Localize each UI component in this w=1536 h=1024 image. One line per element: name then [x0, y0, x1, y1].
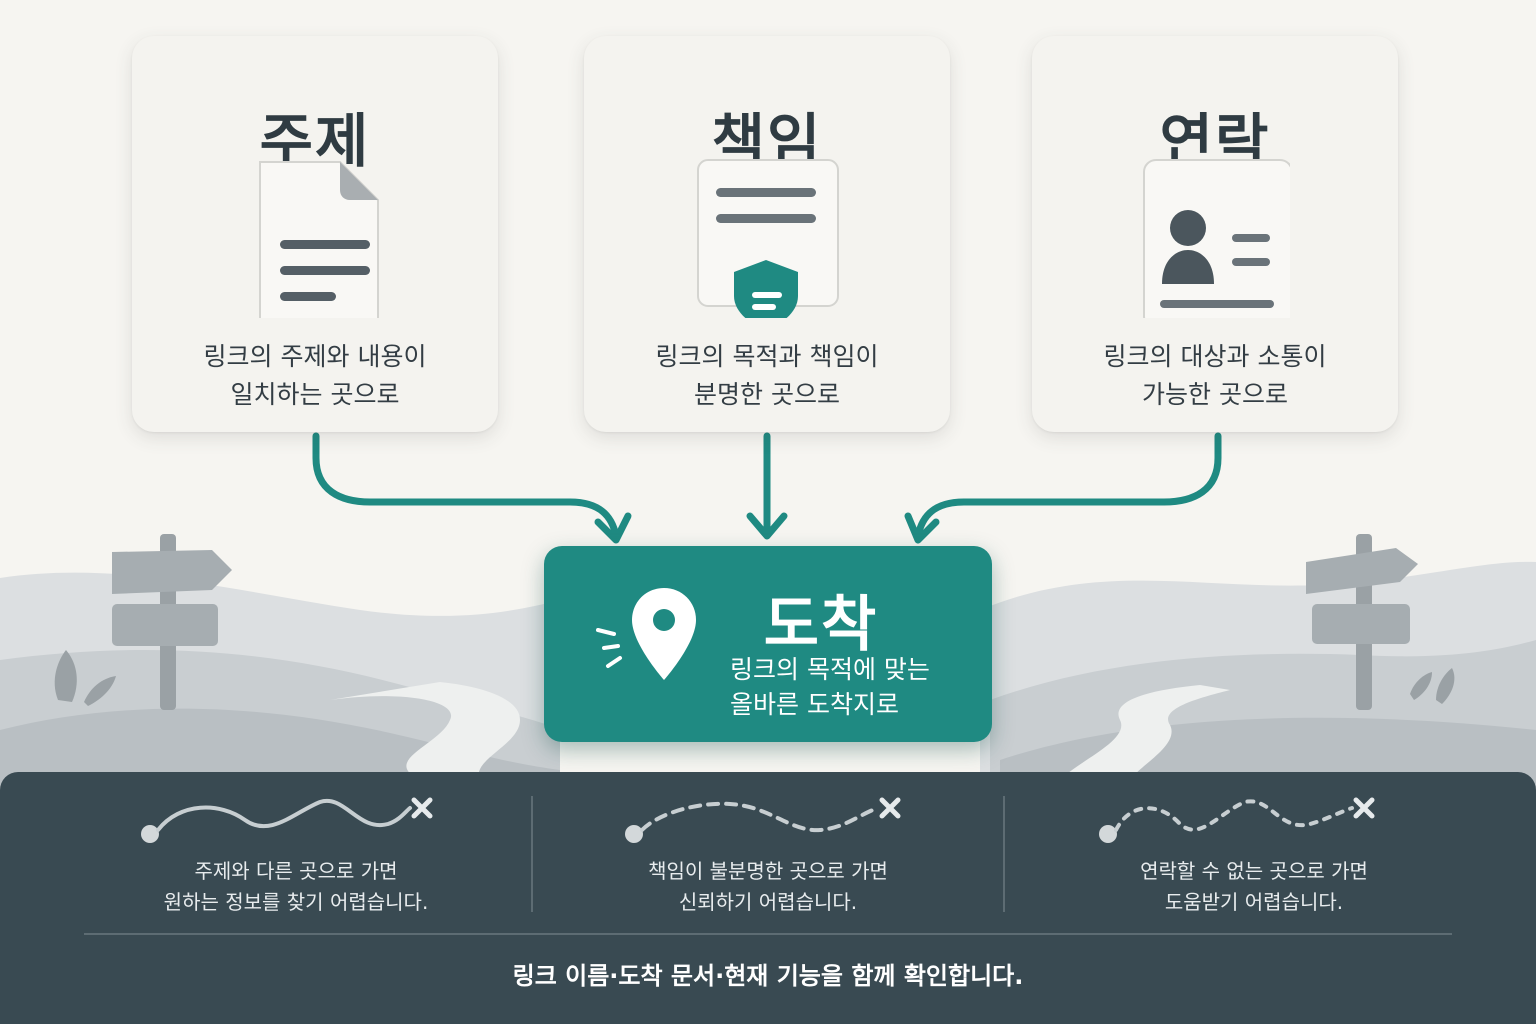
destination-description: 링크의 목적에 맞는 올바른 도착지로: [730, 655, 930, 719]
warning-text-contact: 연락할 수 없는 곳으로 가면 도움받기 어렵습니다.: [1140, 859, 1368, 914]
card-description: 링크의 주제와 내용이 일치하는 곳으로: [203, 342, 427, 409]
card-topic: 주제 링크의 주제와 내용이 일치하는 곳으로: [132, 36, 498, 432]
footer-message: 링크 이름·도착 문서·현재 기능을 함께 확인합니다.: [512, 962, 1024, 990]
warning-panel: 주제와 다른 곳으로 가면 원하는 정보를 찾기 어렵습니다. 책임이 불분명한…: [0, 772, 1536, 1024]
card-description: 링크의 대상과 소통이 가능한 곳으로: [1103, 342, 1327, 409]
dotted-path-icon: [1099, 797, 1375, 843]
panel-decorations: [84, 796, 1452, 935]
destination-title: 도착: [763, 590, 879, 660]
document-icon: [259, 161, 379, 318]
arrow-center-connector: [746, 432, 788, 540]
card-responsibility: 책임 링크의 목적과 책임이 분명한 곳으로: [584, 36, 950, 432]
shield-document-icon: [697, 159, 839, 318]
arrow-left-connector: [312, 432, 632, 544]
dashed-path-icon: [625, 797, 901, 843]
card-description: 링크의 목적과 책임이 분명한 곳으로: [655, 342, 879, 409]
contact-card-icon: [1143, 159, 1290, 318]
warning-text-topic: 주제와 다른 곳으로 가면 원하는 정보를 찾기 어렵습니다.: [163, 859, 429, 914]
card-contact: 연락 링크의 대상과 소통이 가능한 곳으로: [1032, 36, 1398, 432]
left-signpost-icon: [54, 534, 232, 710]
right-signpost-icon: [1306, 534, 1455, 710]
arrow-right-connector: [904, 432, 1222, 544]
warning-text-responsibility: 책임이 불분명한 곳으로 가면 신뢰하기 어렵습니다.: [648, 859, 888, 914]
wavy-path-icon: [141, 797, 433, 843]
location-pin-icon: [596, 588, 696, 680]
destination-box: 도착 링크의 목적에 맞는 올바른 도착지로: [544, 546, 992, 742]
